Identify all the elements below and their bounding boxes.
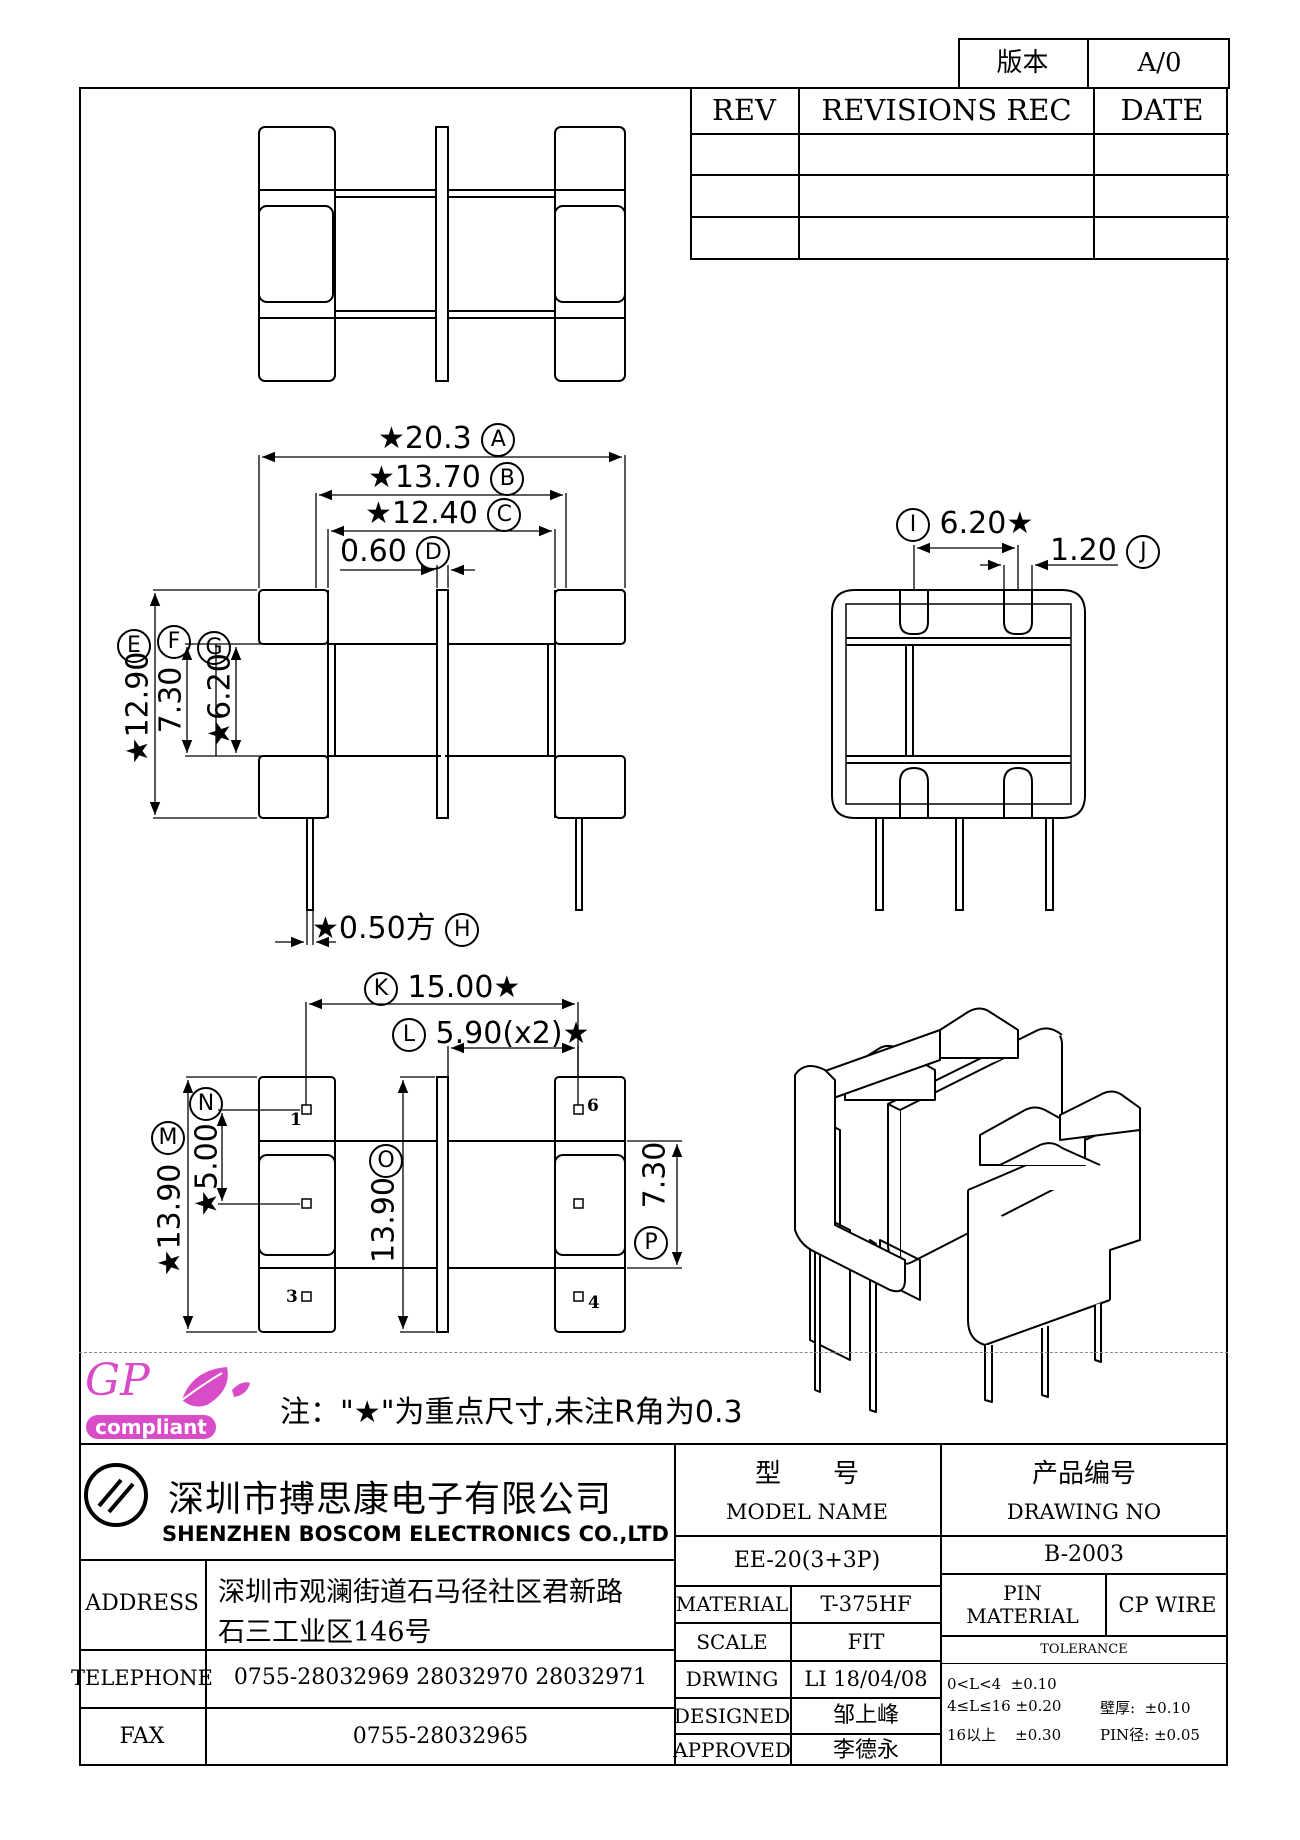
dim-c: ★12.40 C — [365, 496, 522, 532]
tolerance-line-3: 16以上 ±0.30 — [947, 1726, 1062, 1744]
drawing-row-label: DRWING — [685, 1667, 779, 1691]
tolerance-line-1: 0<L<4 ±0.10 — [947, 1675, 1057, 1693]
fax-value: 0755-28032965 — [352, 1723, 529, 1749]
drawing-value: B-2003 — [1044, 1542, 1124, 1568]
dim-j-letter: J — [1126, 534, 1161, 569]
dim-h-letter: H — [445, 912, 480, 947]
version-label: 版本 — [996, 47, 1049, 78]
approved-value: 李德永 — [832, 1737, 899, 1763]
technical-drawing: 1 6 3 4 — [149, 126, 1141, 1413]
tolerance-line-2: 4≤L≤16 ±0.20 — [947, 1697, 1062, 1715]
note-separator — [79, 1352, 1228, 1353]
dim-k-letter: K — [364, 971, 398, 1006]
pin-material-value: CP WIRE — [1118, 1592, 1217, 1617]
front-view — [258, 589, 626, 911]
compliant-text: compliant — [86, 1415, 216, 1439]
dim-e-value: ★12.90 — [120, 651, 156, 765]
note-text: 注："★"为重点尺寸,未注R角为0.3 — [280, 1395, 743, 1430]
fax-label: FAX — [119, 1723, 165, 1749]
pin-label-3: 3 — [286, 1287, 298, 1307]
approved-label: APPROVED — [673, 1738, 791, 1762]
dim-c-letter: C — [487, 497, 522, 532]
version-divider — [1087, 38, 1089, 89]
dim-f-value: 7.30 — [153, 666, 189, 734]
address-line2: 石三工业区146号 — [218, 1617, 432, 1648]
dim-g-letter: G — [197, 631, 231, 665]
dim-i: I 6.20★ — [896, 506, 1033, 542]
dim-b: ★13.70 B — [368, 460, 525, 496]
dim-g-value: ★6.20 — [202, 653, 238, 747]
telephone-value: 0755-28032969 28032970 28032971 — [233, 1665, 648, 1691]
version-value: A/0 — [1137, 47, 1182, 78]
bottom-view — [258, 1076, 626, 1333]
dim-p-letter: P — [634, 1226, 668, 1260]
dim-b-letter: B — [490, 461, 525, 496]
dim-l: L 5.90(x2)★ — [392, 1016, 590, 1052]
revision-header-date: DATE — [1120, 92, 1204, 127]
dim-a-letter: A — [481, 422, 516, 457]
model-label-cn: 型 号 — [754, 1459, 859, 1490]
dim-o-value: 13.90 — [366, 1177, 402, 1263]
model-label-en: MODEL NAME — [726, 1499, 888, 1524]
drawing-row-value: LI 18/04/08 — [804, 1667, 928, 1692]
pin-label-4: 4 — [588, 1293, 600, 1313]
dim-d-value: 0.60 — [340, 534, 407, 569]
dim-h-value: ★0.50方 — [312, 911, 436, 946]
isometric-view — [794, 1007, 1141, 1413]
company-name-cn: 深圳市搏思康电子有限公司 — [168, 1479, 613, 1520]
dim-n-letter: N — [189, 1087, 223, 1121]
dim-b-value: ★13.70 — [368, 460, 481, 495]
gp-text: GP — [85, 1355, 150, 1406]
drawing-label-cn: 产品编号 — [1031, 1459, 1136, 1490]
tolerance-wall: 壁厚: ±0.10 — [1100, 1699, 1191, 1717]
model-value: EE-20(3+3P) — [733, 1548, 881, 1574]
dim-c-value: ★12.40 — [365, 496, 478, 531]
dim-m-letter: M — [151, 1121, 185, 1155]
drawing-label-en: DRAWING NO — [1006, 1499, 1162, 1524]
dim-i-value: 6.20★ — [939, 506, 1034, 541]
dim-l-value: 5.90(x2)★ — [435, 1016, 590, 1051]
tolerance-pin: PIN径: ±0.05 — [1100, 1726, 1200, 1744]
telephone-label: TELEPHONE — [71, 1665, 213, 1690]
dim-l-letter: L — [392, 1017, 426, 1052]
designed-label: DESIGNED — [673, 1703, 791, 1728]
dim-e-letter: E — [117, 629, 151, 663]
pin-label-6: 6 — [587, 1096, 599, 1116]
pin-material-label: PIN MATERIAL — [966, 1581, 1079, 1628]
dim-h: ★0.50方 H — [312, 903, 480, 947]
side-view — [831, 589, 1086, 911]
company-logo-icon — [83, 1462, 149, 1528]
material-label: MATERIAL — [675, 1592, 789, 1616]
dim-n-value: ★5.00 — [189, 1123, 225, 1217]
dim-i-letter: I — [896, 507, 930, 542]
scale-value: FIT — [847, 1629, 885, 1654]
dim-k-value: 15.00★ — [407, 970, 521, 1005]
company-name-en: SHENZHEN BOSCOM ELECTRONICS CO.,LTD — [162, 1522, 669, 1546]
dim-j: 1.20 J — [1050, 533, 1161, 569]
address-line1: 深圳市观澜街道石马径社区君新路 — [218, 1577, 623, 1608]
revision-header-rev: REV — [712, 92, 776, 127]
tolerance-label: TOLERANCE — [1040, 1641, 1128, 1657]
top-view — [258, 126, 626, 382]
dim-m-value: ★13.90 — [152, 1163, 188, 1277]
dim-f-letter: F — [157, 625, 191, 659]
dim-p-value: 7.30 — [637, 1141, 673, 1209]
gp-compliant-logo: GP compliant — [82, 1355, 252, 1445]
dim-d: 0.60 D — [340, 534, 451, 570]
designed-value: 邹上峰 — [832, 1703, 899, 1729]
revision-header-rec: REVISIONS REC — [821, 92, 1072, 127]
drawing-border — [79, 87, 1228, 1766]
dim-d-letter: D — [416, 535, 451, 570]
material-value: T-375HF — [820, 1592, 912, 1617]
address-label: ADDRESS — [85, 1591, 199, 1617]
dim-o-letter: O — [369, 1144, 403, 1178]
dim-k: K 15.00★ — [364, 970, 520, 1006]
pin-label-1: 1 — [290, 1110, 302, 1130]
dim-a: ★20.3 A — [378, 421, 516, 457]
scale-label: SCALE — [696, 1629, 768, 1654]
leaf-icon — [181, 1367, 250, 1407]
dim-a-value: ★20.3 — [378, 421, 472, 456]
dim-j-value: 1.20 — [1050, 533, 1117, 568]
